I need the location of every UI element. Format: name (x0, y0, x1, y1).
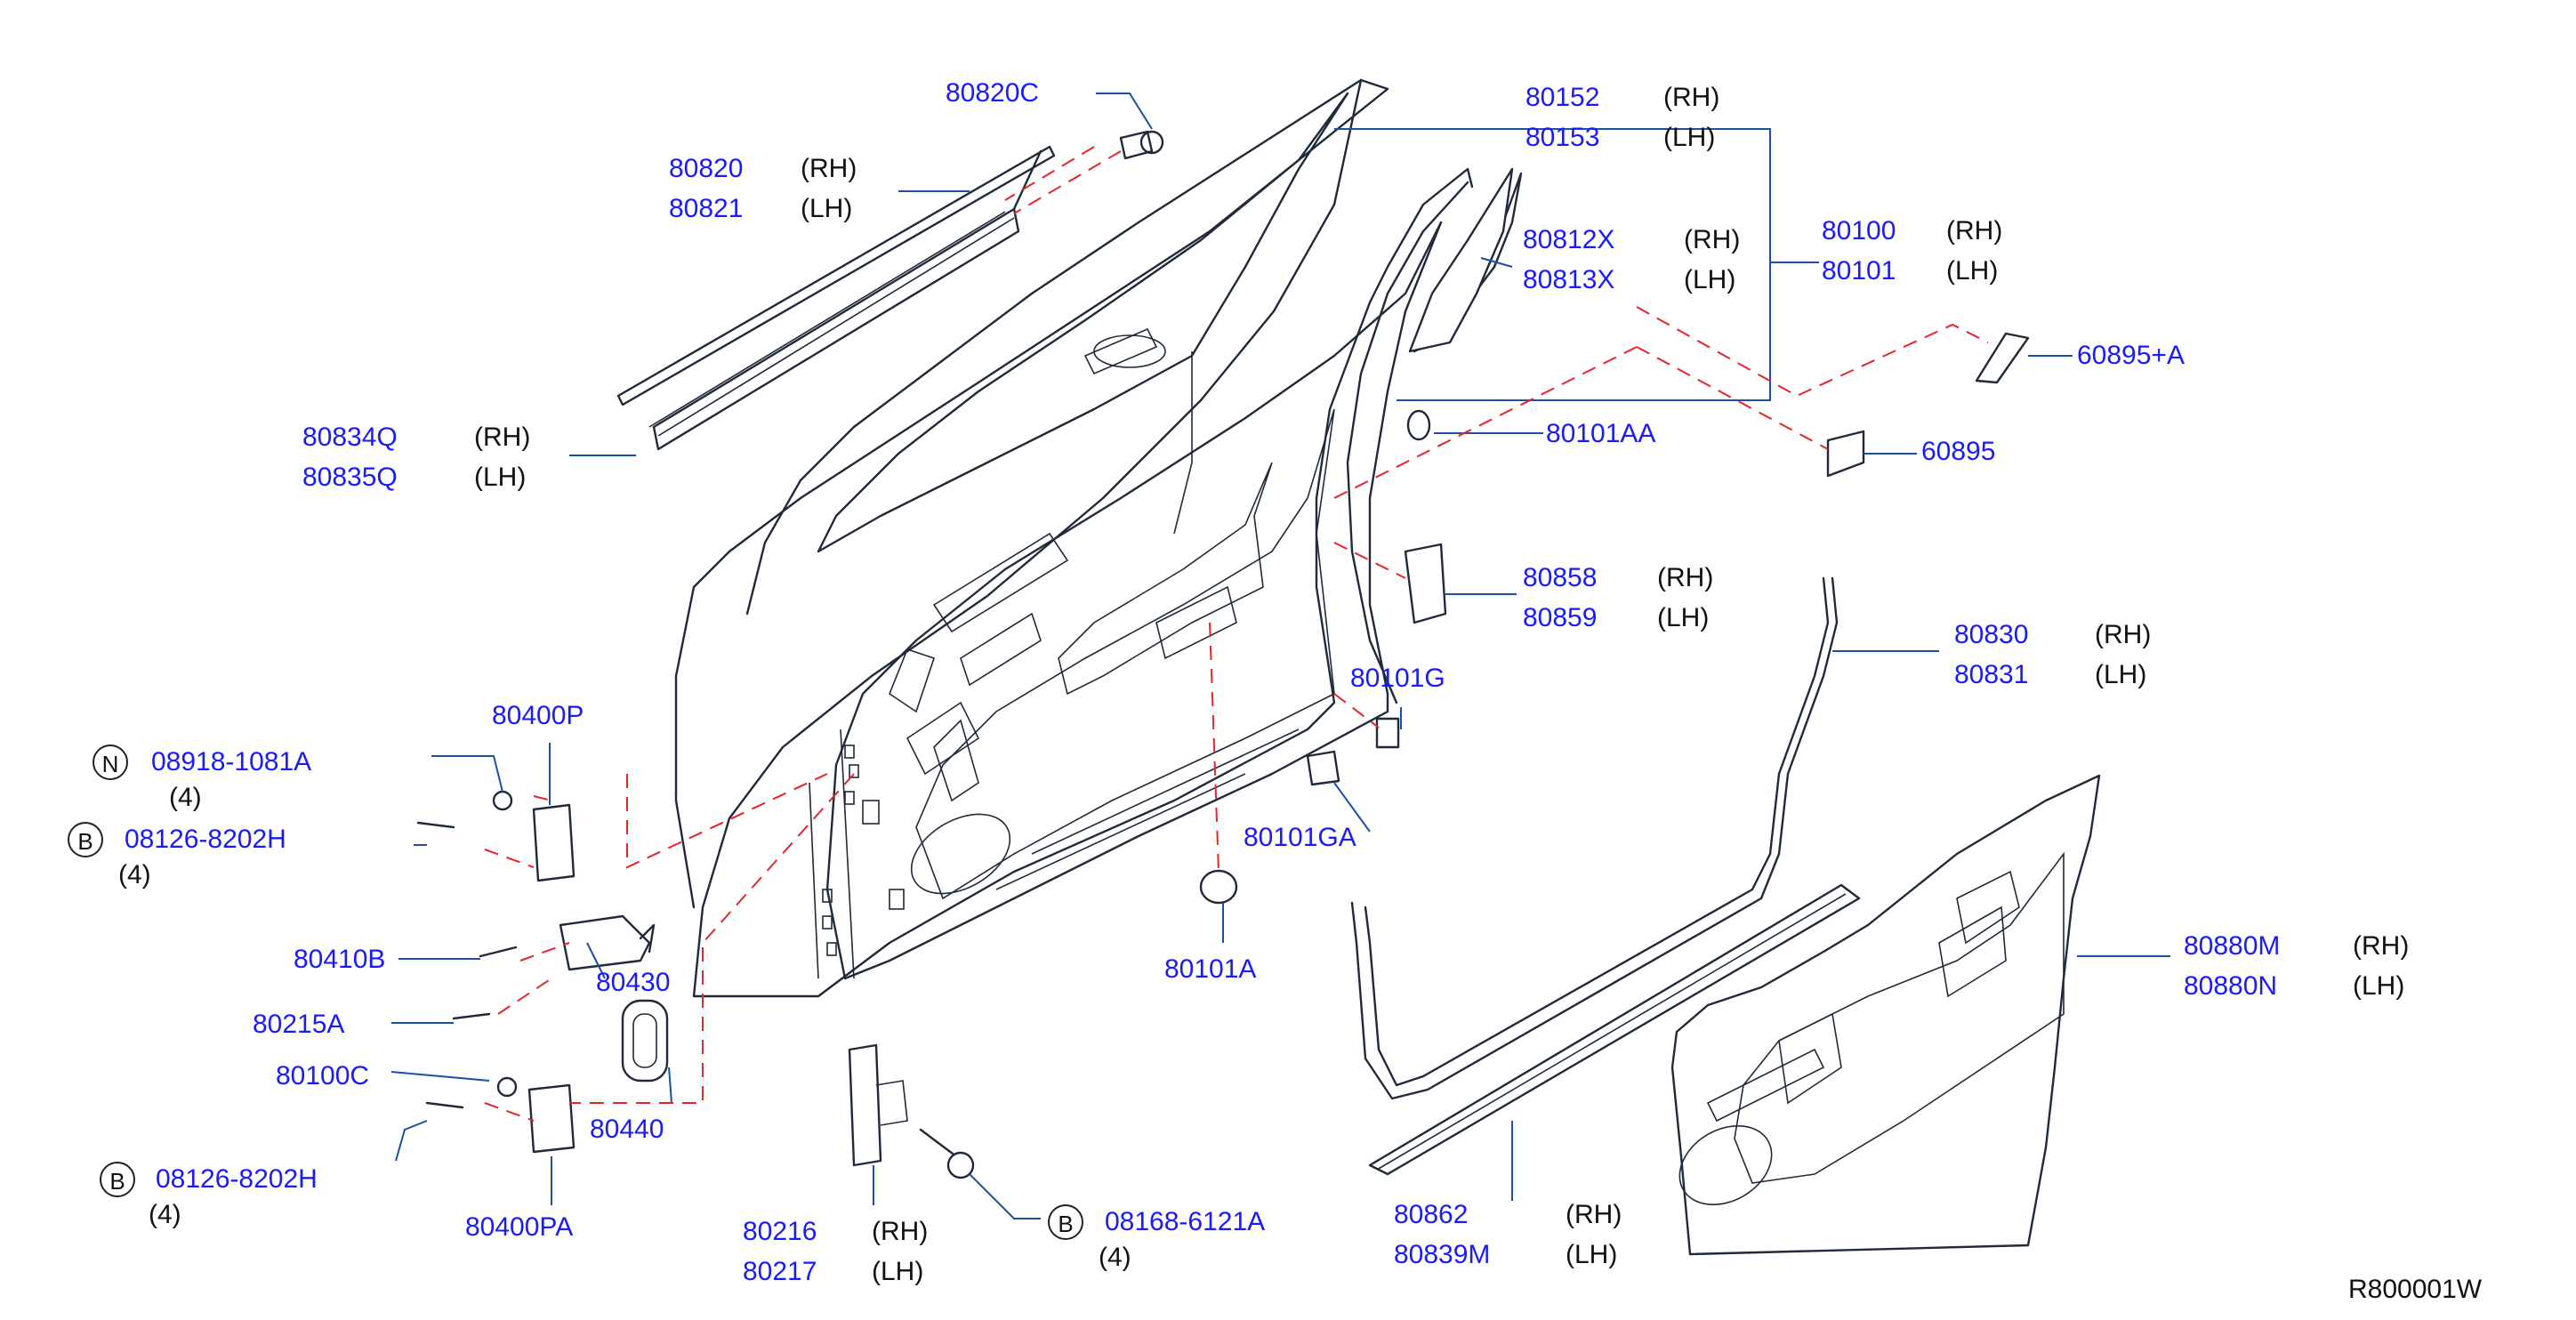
side-80820: (RH) (801, 154, 857, 183)
weatherstrip (1364, 576, 1830, 1087)
side-80859: (LH) (1657, 603, 1710, 632)
label-80835Q[interactable]: 80835Q (302, 463, 398, 492)
label-80410B[interactable]: 80410B (294, 945, 386, 974)
marker-B-upper: B (68, 822, 103, 857)
sill-moulding (1368, 883, 1861, 1176)
side-80101: (LH) (1946, 256, 1999, 286)
side-80821: (LH) (801, 194, 853, 223)
marker-N: N (93, 745, 128, 780)
side-80813X: (LH) (1684, 265, 1736, 294)
weatherstrip-outer (1350, 576, 1839, 1100)
label-80839M[interactable]: 80839M (1394, 1240, 1491, 1269)
side-80862: (RH) (1566, 1200, 1622, 1229)
small-parts (416, 130, 2030, 1179)
diagram-code: R800001W (2348, 1275, 2483, 1304)
label-80101A[interactable]: 80101A (1164, 954, 1257, 984)
label-80100C[interactable]: 80100C (276, 1061, 370, 1091)
qty-08126-8202H-upper: (4) (118, 860, 151, 889)
qty-08126-8202H-lower: (4) (149, 1200, 181, 1229)
side-80153: (LH) (1663, 123, 1716, 152)
belt-mouldings (616, 145, 1056, 451)
side-80830: (RH) (2095, 620, 2152, 649)
label-80101GA[interactable]: 80101GA (1244, 823, 1356, 852)
label-80820[interactable]: 80820 (669, 154, 744, 183)
label-08918-1081A[interactable]: 08918-1081A (151, 747, 312, 777)
label-80813X[interactable]: 80813X (1523, 265, 1615, 294)
label-60895[interactable]: 60895 (1921, 437, 1996, 466)
label-80862[interactable]: 80862 (1394, 1200, 1469, 1229)
label-80859[interactable]: 80859 (1523, 603, 1598, 632)
label-80400PA[interactable]: 80400PA (465, 1212, 574, 1242)
label-80820C[interactable]: 80820C (946, 78, 1040, 108)
label-80812X[interactable]: 80812X (1523, 225, 1615, 254)
side-80858: (RH) (1657, 563, 1714, 592)
label-08126-8202H-upper[interactable]: 08126-8202H (125, 825, 286, 854)
label-80152[interactable]: 80152 (1525, 83, 1600, 112)
side-80835Q: (LH) (474, 463, 527, 492)
side-80152: (RH) (1663, 83, 1720, 112)
door-shell (674, 78, 1474, 998)
label-80430[interactable]: 80430 (596, 968, 671, 997)
label-80880N[interactable]: 80880N (2184, 971, 2278, 1001)
label-08126-8202H-lower[interactable]: 08126-8202H (156, 1164, 318, 1194)
side-80831: (LH) (2095, 660, 2147, 689)
side-80880N: (LH) (2353, 971, 2405, 1001)
label-08168-6121A[interactable]: 08168-6121A (1105, 1207, 1266, 1236)
label-80830[interactable]: 80830 (1954, 620, 2029, 649)
side-80834Q: (RH) (474, 423, 531, 452)
label-80440[interactable]: 80440 (590, 1115, 664, 1144)
label-80101G[interactable]: 80101G (1350, 664, 1445, 693)
label-80217[interactable]: 80217 (743, 1257, 817, 1286)
label-80834Q[interactable]: 80834Q (302, 423, 398, 452)
label-80153[interactable]: 80153 (1525, 123, 1600, 152)
label-80215A[interactable]: 80215A (253, 1010, 345, 1039)
label-80821[interactable]: 80821 (669, 194, 744, 223)
side-80839M: (LH) (1566, 1240, 1618, 1269)
qty-08168-6121A: (4) (1099, 1243, 1131, 1272)
side-80217: (LH) (872, 1257, 924, 1286)
side-80100: (RH) (1946, 216, 2003, 245)
marker-B-striker: B (1048, 1204, 1083, 1240)
label-80101[interactable]: 80101 (1822, 256, 1896, 286)
side-80812X: (RH) (1684, 225, 1741, 254)
side-80216: (RH) (872, 1217, 929, 1246)
label-80858[interactable]: 80858 (1523, 563, 1598, 592)
label-80100[interactable]: 80100 (1822, 216, 1896, 245)
marker-B-lower: B (100, 1162, 135, 1197)
label-60895-A[interactable]: 60895+A (2077, 341, 2185, 370)
reference-lines (484, 146, 1989, 1122)
label-80400P[interactable]: 80400P (492, 701, 584, 730)
label-80831[interactable]: 80831 (1954, 660, 2029, 689)
leader-lines (390, 93, 2170, 1219)
side-80880M: (RH) (2353, 931, 2410, 961)
door-trim-panel (1670, 774, 2101, 1256)
label-80880M[interactable]: 80880M (2184, 931, 2281, 961)
label-80216[interactable]: 80216 (743, 1217, 817, 1246)
qty-08918-1081A: (4) (169, 783, 202, 812)
sash-trim-fill (1408, 167, 1514, 353)
label-80101AA[interactable]: 80101AA (1546, 419, 1656, 448)
